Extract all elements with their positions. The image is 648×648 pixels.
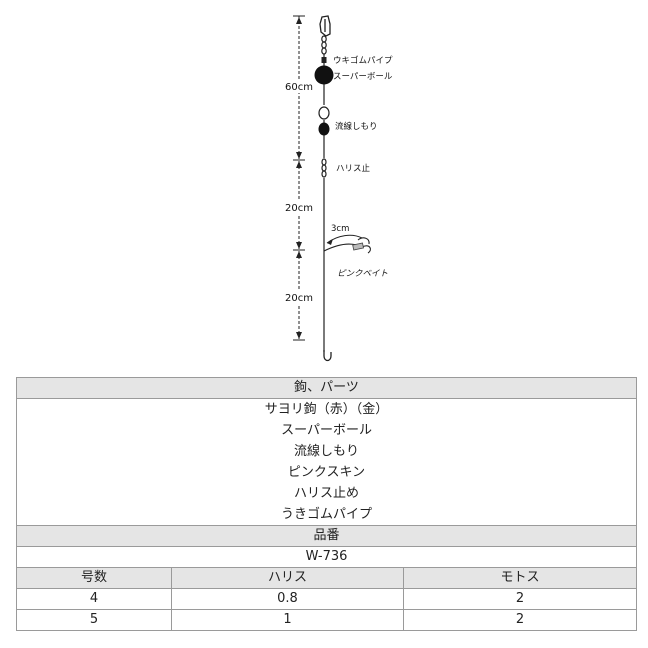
parts-item: スーパーボール — [281, 423, 372, 438]
table-row: 4 0.8 2 — [16, 588, 638, 610]
dimension-arrows — [296, 17, 302, 339]
parts-header: 鉤、パーツ — [15, 377, 638, 399]
parts-item: 流線しもり — [294, 444, 360, 459]
cell-leader: 0.8 — [171, 588, 404, 610]
label-hook-offset: 3cm — [331, 224, 349, 234]
spec-table: 鉤、パーツ サヨリ鉤（赤）（金） スーパーボール 流線しもり ピンクスキン ハリ… — [15, 377, 638, 631]
small-float-white — [318, 106, 330, 120]
table-row: 5 1 2 — [16, 609, 638, 631]
parts-item: ハリス止め — [294, 486, 360, 501]
product-number: W-736 — [15, 546, 638, 568]
parts-item: ピンクスキン — [287, 465, 366, 480]
column-header-mainline: モトス — [402, 567, 638, 589]
dimension-label-20-upper: 20cm — [285, 203, 313, 214]
dimension-line — [293, 15, 305, 341]
label-streamline-sinker: 流線しもり — [335, 121, 378, 132]
label-rubber-pipe: ウキゴムパイプ — [333, 55, 393, 66]
dimension-labels: 60cm 20cm 20cm — [280, 79, 318, 304]
dimension-label-60: 60cm — [285, 82, 313, 93]
bottom-hook — [323, 350, 332, 362]
pink-skin — [352, 242, 364, 251]
parts-item: サヨリ鉤（赤）（金） — [264, 402, 389, 417]
column-header-leader: ハリス — [171, 567, 404, 589]
rig-diagram: 60cm 20cm 20cm ウキゴムパイ — [280, 15, 394, 362]
cell-size: 4 — [16, 588, 172, 610]
rubber-pipe — [321, 57, 327, 63]
offset-arrow — [326, 234, 363, 244]
cell-leader: 1 — [171, 609, 404, 631]
label-leader-swivel: ハリス止 — [336, 163, 371, 174]
dimension-label-20-lower: 20cm — [285, 293, 313, 304]
offset-arrow-head — [327, 239, 333, 245]
cell-mainline: 2 — [402, 588, 638, 610]
cell-mainline: 2 — [402, 609, 638, 631]
parts-item: うきゴムパイプ — [281, 507, 373, 522]
streamline-sinker — [318, 122, 330, 136]
column-header-size: 号数 — [16, 567, 172, 589]
label-pink-bait: ピンクベイト — [337, 269, 388, 279]
parts-list: サヨリ鉤（赤）（金） スーパーボール 流線しもり ピンクスキン ハリス止め うき… — [15, 398, 638, 526]
leader-swivel — [321, 158, 327, 178]
swivel-top — [321, 35, 327, 55]
super-ball — [314, 65, 334, 85]
snap-clip — [319, 15, 331, 37]
label-super-ball: スーパーボール — [333, 72, 393, 82]
product-number-header: 品番 — [15, 525, 638, 547]
cell-size: 5 — [16, 609, 172, 631]
